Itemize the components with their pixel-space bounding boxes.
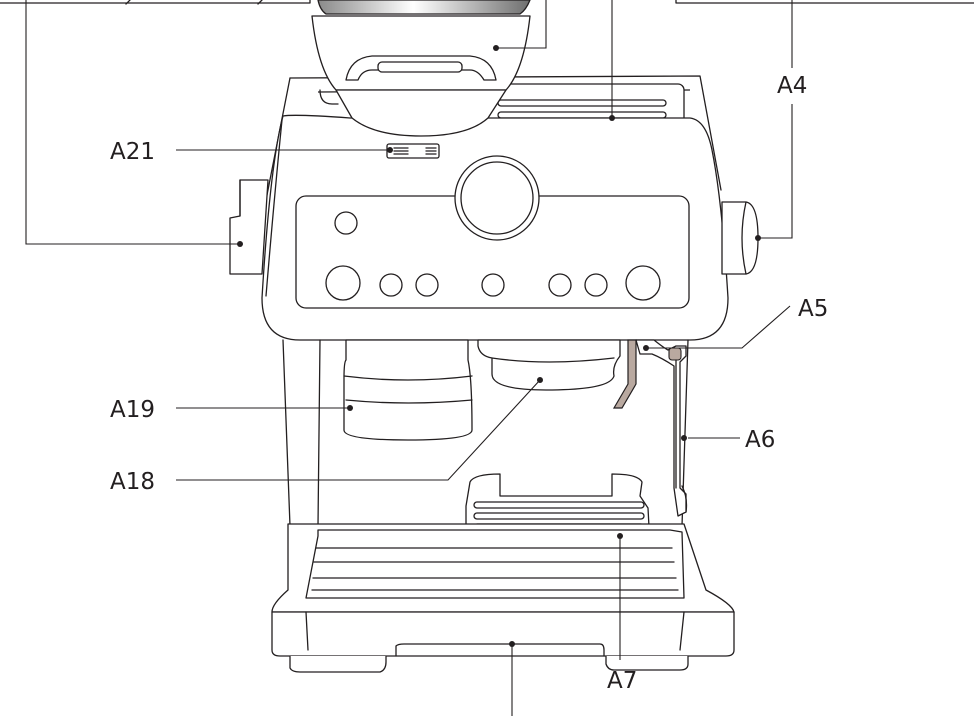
bean-hopper (311, 0, 531, 137)
callout-a5: A5 (798, 296, 828, 322)
grind-indicator (386, 143, 440, 159)
callout-a4: A4 (777, 73, 807, 99)
dosing-cup (343, 339, 473, 441)
left-side-knob (229, 179, 269, 275)
callout-a7: A7 (607, 668, 637, 694)
group-head (477, 339, 621, 391)
callout-a21: A21 (110, 139, 155, 165)
callout-a19: A19 (110, 397, 155, 423)
control-panel (295, 155, 690, 309)
top-label-box-right (675, 0, 974, 4)
callout-a6: A6 (745, 427, 775, 453)
machine-feet (289, 656, 689, 673)
leader-lines (25, 0, 793, 716)
top-label-box-left (0, 0, 311, 5)
right-side-knob (721, 201, 759, 275)
drip-tray (271, 523, 735, 657)
callout-a18: A18 (110, 469, 155, 495)
steam-wand (635, 339, 688, 517)
